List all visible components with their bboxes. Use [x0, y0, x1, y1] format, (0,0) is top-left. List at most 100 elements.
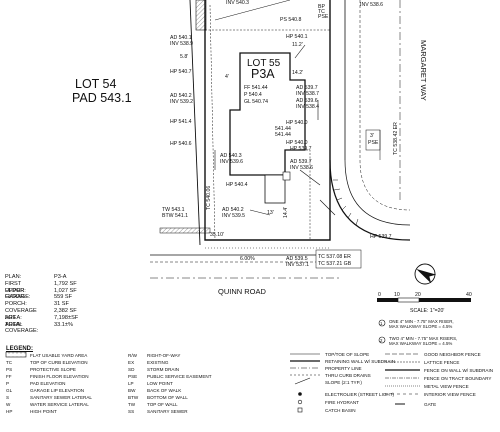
- legend-code: S: [6, 395, 10, 400]
- spot-elevation: INV 538.4: [296, 104, 319, 110]
- spot-elevation: HP 541.4: [170, 119, 192, 125]
- spot-elevation: INV 537.1: [286, 262, 309, 268]
- legend-code: TW: [128, 402, 136, 407]
- note-line: MAX WALKWAY SLOPE = 4.5%: [389, 341, 453, 346]
- legend-code: SD: [128, 367, 135, 372]
- scale-tick: 40: [466, 292, 472, 298]
- legend-entry: PAD ELEVATION: [30, 381, 66, 386]
- legend-code: PS: [6, 367, 13, 372]
- scale-tick: 10: [394, 292, 400, 298]
- legend-entry: GATE: [424, 402, 437, 407]
- spot-elevation: TW 543.1: [162, 207, 185, 213]
- spot-elevation: HP 540.0: [286, 120, 308, 126]
- spot-elevation: BP: [318, 4, 325, 10]
- lot-54-label: LOT 54: [75, 77, 117, 91]
- legend-entry: EXISTING: [147, 360, 169, 365]
- spot-elevation: AD 539.7: [290, 159, 312, 165]
- margaret-way-label: MARGARET WAY: [419, 40, 428, 101]
- retaining-wall-hatch: [159, 227, 211, 234]
- legend-entry: METAL VIEW FENCE: [424, 384, 469, 389]
- legend-symbols: [5, 319, 420, 413]
- north-hatch-strip: [195, 0, 207, 31]
- stat-key: COVERAGE AREA:: [5, 308, 37, 321]
- stat-value: P3-A: [54, 274, 67, 280]
- lot-line-54-55: [189, 0, 201, 246]
- legend-entry: SANITARY SEWER: [147, 409, 188, 414]
- spot-elevation: INV 539.5: [222, 213, 245, 219]
- dim-label: 13': [267, 210, 274, 216]
- legend-entry: SANITARY SEWER LATERAL: [30, 395, 92, 400]
- legend-entry: GOOD NEIGHBOR FENCE: [424, 352, 481, 357]
- stat-key: PLAN:: [5, 274, 22, 280]
- stat-key: PORCH:: [5, 301, 27, 308]
- spot-elevation: AD 540.2: [222, 207, 244, 213]
- p-label: P 540.4: [244, 92, 262, 98]
- legend-entry: SLOPE (2:1 TYP.): [325, 380, 362, 385]
- stat-key: FIRST FLOOR:: [5, 280, 26, 294]
- legend-entry: ELECTROLIER (STREET LIGHT): [325, 392, 395, 397]
- note-line: TWO 4" MIN - 7.75" MAX RISERS,: [389, 336, 458, 341]
- spot-elevation: INV 539.2: [170, 99, 193, 105]
- note-line: ONE 4" MIN - 7.75" MAX RISER,: [389, 319, 454, 324]
- stat-value: 1,792 SF: [54, 280, 77, 287]
- spot-elevation: AD 540.3: [220, 153, 242, 159]
- spot-elevation: HP 539.7: [290, 146, 312, 152]
- legend-code: LP: [128, 381, 134, 386]
- stat-value: 31 SF: [54, 301, 69, 308]
- spot-elevation: HP 540.6: [170, 141, 192, 147]
- stat-value: 1,027 SF: [54, 287, 77, 294]
- dim-label: 4': [225, 74, 229, 80]
- dim-label: 11.2': [292, 42, 303, 48]
- drawing-labels: LOT 54 PAD 543.1 LOT 55 P3A FF 541.44 P …: [72, 0, 472, 314]
- spot-elevation: TC 537.08 ER: [318, 254, 351, 260]
- porch-box: [264, 174, 286, 204]
- spot-elevation: PSE: [368, 140, 379, 146]
- legend-code: P: [6, 381, 10, 386]
- legend-code: FF: [6, 374, 12, 379]
- legend-entry: THRU CURB DRAINS: [325, 373, 371, 378]
- stat-key: TOTAL COVERAGE:: [5, 321, 39, 335]
- drainage-arrows: [214, 44, 336, 216]
- legend-entry: PUBLIC SERVICE EASEMENT: [147, 374, 212, 379]
- note-line: MAX WALKWAY SLOPE = 4.5%: [389, 324, 453, 329]
- stat-key: GARAGE:: [5, 294, 31, 301]
- sidewalk-curve: [344, 159, 411, 226]
- spot-elevation: 541.44: [275, 126, 291, 132]
- spot-elevation: TC 540.06: [206, 186, 212, 210]
- spot-elevation: HP 540.4: [226, 182, 248, 188]
- scale-tick: 0: [378, 292, 381, 298]
- dim-label: 3': [370, 133, 374, 139]
- street-curb-curve: [359, 159, 411, 211]
- spot-elevation: INV 540.3: [226, 0, 249, 6]
- legend-code: BW: [128, 388, 136, 393]
- spot-elevation: PS 540.8: [280, 17, 301, 23]
- legend-entry: GARAGE LIP ELEVATION: [30, 388, 85, 393]
- ff-label: FF 541.44: [244, 85, 268, 91]
- utility-box: [282, 171, 291, 181]
- spot-elevation: HP 540.1: [286, 34, 308, 40]
- tc-callout-box: [315, 249, 362, 269]
- gl-label: GL 540.74: [244, 99, 268, 105]
- dim-label: 14.4': [283, 207, 289, 218]
- spot-elevation: HP 540.0: [286, 140, 308, 146]
- note-number: 2: [380, 338, 383, 343]
- note-number: 1: [380, 321, 383, 326]
- spot-elevation: AD 539.6: [296, 98, 318, 104]
- lot-55-label: LOT 55: [247, 58, 281, 69]
- spot-elevation: PSE: [318, 14, 329, 20]
- legend-code: W: [6, 402, 11, 407]
- north-arrow-icon: [414, 263, 437, 285]
- legend-entry: TOP OF WALL: [147, 402, 178, 407]
- legend-entry: INTERIOR VIEW FENCE: [424, 392, 476, 397]
- legend-entry: WATER SERVICE LATERAL: [30, 402, 89, 407]
- spot-elevation: INV 538.6: [290, 165, 313, 171]
- spot-elevation: TC 538.42 ER: [393, 122, 399, 155]
- spot-elevation: AD 540.2: [170, 93, 192, 99]
- legend-code: PSE: [128, 374, 138, 379]
- scale-tick: 20: [415, 292, 421, 298]
- driveway-outline: [285, 149, 311, 240]
- legend-entry: PROPERTY LINE: [325, 366, 362, 371]
- legend-entry: PROTECTIVE SLOPE: [30, 367, 76, 372]
- spot-elevation: INV 538.9: [170, 41, 193, 47]
